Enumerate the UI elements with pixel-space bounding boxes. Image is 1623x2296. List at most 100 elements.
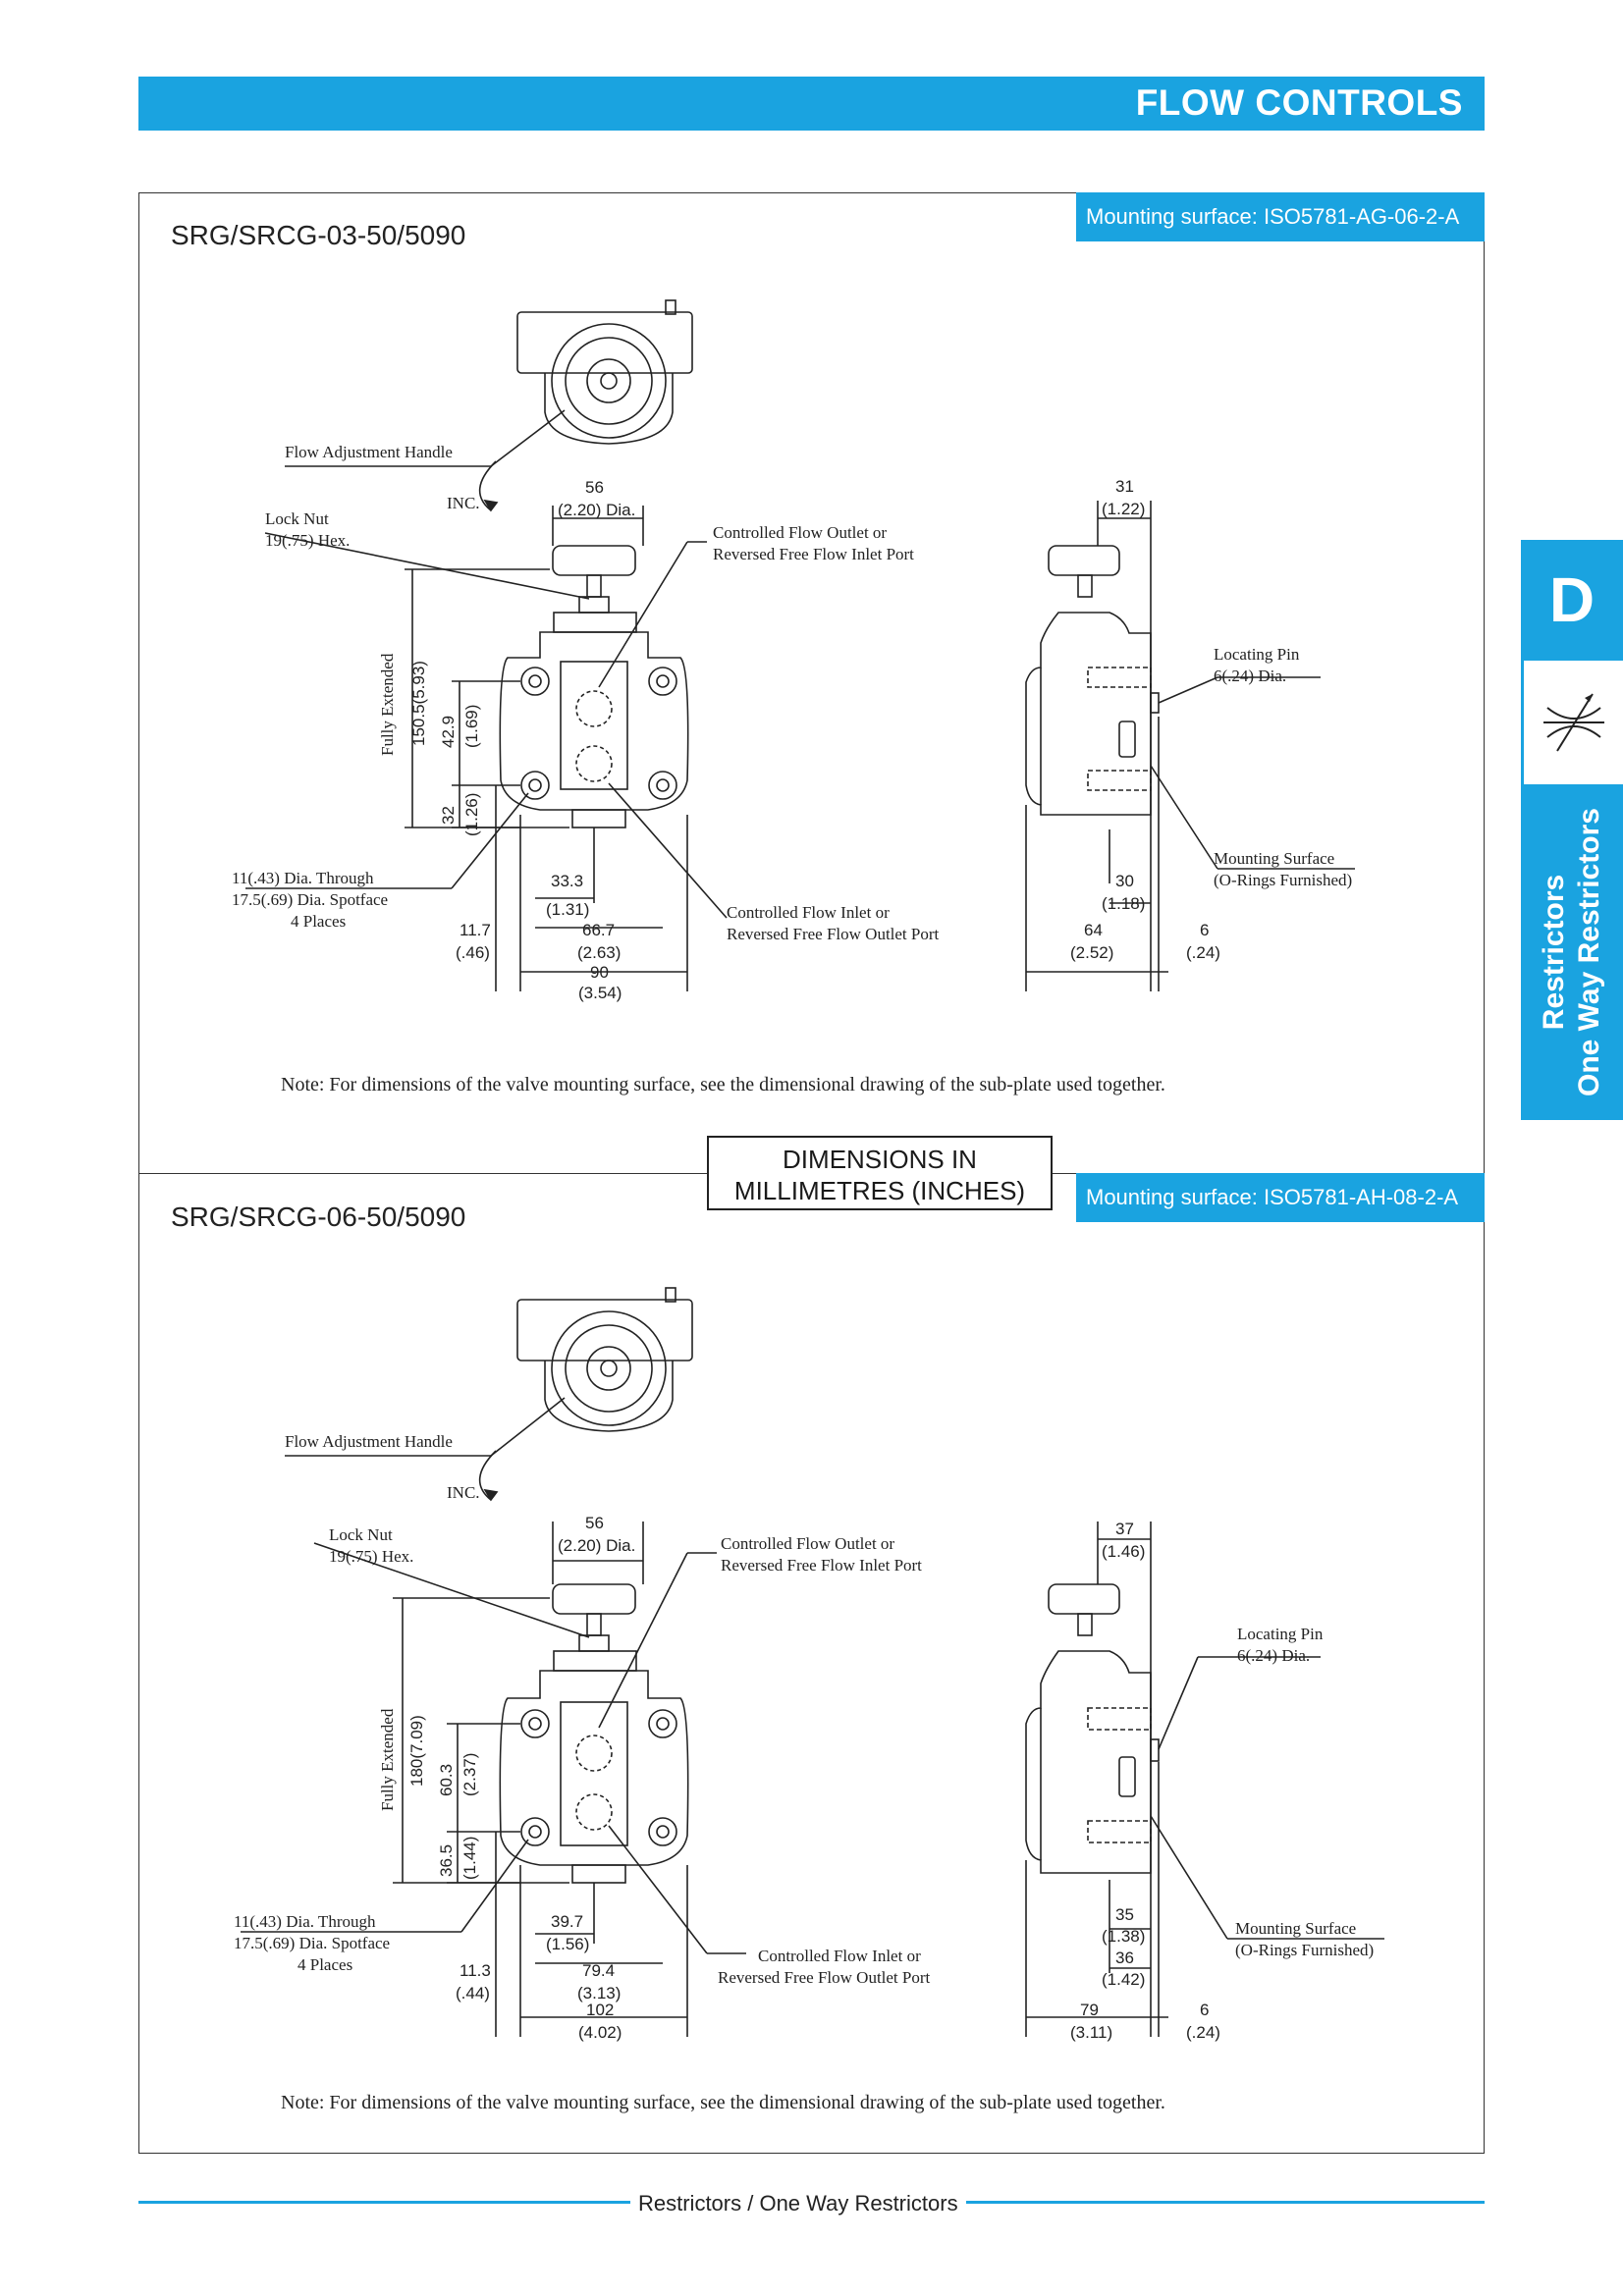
dim-b: 36.5: [437, 1844, 456, 1877]
dim-d-in: (.44): [456, 1984, 490, 2002]
dim-side-w-in: (3.11): [1070, 2023, 1112, 2042]
dim-56-in: (2.20) Dia.: [558, 1536, 635, 1555]
label-lock-nut-size: 19(.75) Hex.: [329, 1547, 413, 1566]
top-view-body: [516, 311, 693, 374]
label-locating-pin: Locating Pin: [1214, 645, 1300, 664]
section-1-note: Note: For dimensions of the valve mounti…: [281, 1074, 1165, 1095]
label-locating-pin-size: 6(.24) Dia.: [1214, 667, 1286, 685]
label-flow-adjustment-handle: Flow Adjustment Handle: [285, 1432, 453, 1451]
dim-side-6-in: (.24): [1186, 943, 1220, 962]
header-bar: FLOW CONTROLS: [138, 77, 1485, 131]
label-hole-3: 4 Places: [291, 912, 346, 931]
label-lock-nut: Lock Nut: [265, 509, 329, 528]
top-view-handle: [551, 323, 667, 439]
dim-side-top: 37: [1115, 1520, 1134, 1538]
label-outlet-2: Reversed Free Flow Inlet Port: [713, 545, 914, 563]
dim-b-in: (1.26): [462, 793, 481, 836]
label-hole-3: 4 Places: [298, 1955, 352, 1974]
chapter-tab-line-2: One Way Restrictors: [1573, 808, 1605, 1096]
dim-e: 66.7: [582, 921, 615, 939]
dim-side-w-in: (2.52): [1070, 943, 1113, 962]
label-lock-nut-size: 19(.75) Hex.: [265, 531, 350, 550]
dim-c: 33.3: [551, 872, 583, 890]
label-o-rings: (O-Rings Furnished): [1235, 1941, 1374, 1959]
section-1-title: SRG/SRCG-03-50/5090: [171, 220, 466, 250]
chapter-tab-band: [1521, 784, 1623, 1120]
dimensions-line-1: DIMENSIONS IN: [783, 1145, 977, 1174]
dim-a-in: (1.69): [462, 705, 481, 748]
chapter-tab-line-1: Restrictors: [1538, 874, 1570, 1031]
label-inlet-1: Controlled Flow Inlet or: [758, 1947, 921, 1965]
label-outlet-1: Controlled Flow Outlet or: [721, 1534, 894, 1553]
section-2-note: Note: For dimensions of the valve mounti…: [281, 2092, 1165, 2113]
label-flow-adjustment-handle: Flow Adjustment Handle: [285, 443, 453, 461]
label-mounting-surface: Mounting Surface: [1235, 1919, 1356, 1938]
dim-side-top-in: (1.22): [1102, 500, 1145, 518]
label-hole-2: 17.5(.69) Dia. Spotface: [234, 1934, 390, 1952]
chapter-tab-label: Restrictors One Way Restrictors: [1537, 808, 1607, 1096]
dim-b: 32: [439, 806, 458, 825]
dim-side-top-in: (1.46): [1102, 1542, 1145, 1561]
label-hole-2: 17.5(.69) Dia. Spotface: [232, 890, 388, 909]
footer-title: Restrictors / One Way Restrictors: [630, 2191, 966, 2216]
label-outlet-1: Controlled Flow Outlet or: [713, 523, 887, 542]
dim-d: 11.3: [460, 1961, 491, 1980]
dim-e-in: (2.63): [577, 943, 621, 962]
dim-full: 150.5(5.93): [409, 661, 428, 746]
side-handle: [1048, 545, 1120, 576]
section-2-title: SRG/SRCG-06-50/5090: [171, 1201, 466, 1232]
dim-d-in: (.46): [456, 943, 490, 962]
dim-a: 42.9: [439, 716, 458, 748]
dim-56: 56: [585, 478, 604, 497]
label-o-rings: (O-Rings Furnished): [1214, 871, 1352, 889]
dim-side-top: 31: [1115, 477, 1134, 496]
dim-e: 79.4: [582, 1961, 615, 1980]
side-body: [1025, 612, 1152, 816]
flow-restrictor-symbol-icon: [1521, 661, 1623, 784]
dim-side-a-in: (1.18): [1102, 894, 1145, 913]
dim-f-in: (4.02): [578, 2023, 622, 2042]
dimensions-units-box: DIMENSIONS IN MILLIMETRES (INCHES): [707, 1136, 1053, 1210]
label-inlet-2: Reversed Free Flow Outlet Port: [727, 925, 940, 943]
dimensions-line-2: MILLIMETRES (INCHES): [733, 1176, 1026, 1205]
dim-side-6-in: (.24): [1186, 2023, 1220, 2042]
chapter-tab-letter: D: [1521, 540, 1623, 661]
dim-e-in: (3.13): [577, 1984, 621, 2002]
dim-c: 39.7: [551, 1912, 583, 1931]
dim-56: 56: [585, 1514, 604, 1532]
label-inc: INC.: [447, 1483, 480, 1502]
label-inlet-1: Controlled Flow Inlet or: [727, 903, 890, 922]
label-locating-pin: Locating Pin: [1237, 1625, 1324, 1643]
dim-a-in: (2.37): [460, 1753, 479, 1796]
label-inc: INC.: [447, 494, 480, 512]
dim-f: 90: [590, 963, 609, 982]
dim-b-in: (1.44): [460, 1837, 479, 1880]
dim-side-6: 6: [1200, 921, 1209, 939]
dim-f-in: (3.54): [578, 984, 622, 1002]
dim-side-b-in: (1.42): [1102, 1970, 1145, 1989]
label-lock-nut: Lock Nut: [329, 1525, 393, 1544]
front-body: [499, 631, 689, 811]
label-outlet-2: Reversed Free Flow Inlet Port: [721, 1556, 922, 1575]
section-1-mounting-surface: Mounting surface: ISO5781-AG-06-2-A: [1076, 192, 1485, 241]
dim-side-6: 6: [1200, 2001, 1209, 2019]
dim-side-w: 64: [1084, 921, 1103, 939]
label-mounting-surface: Mounting Surface: [1214, 849, 1334, 868]
dim-side-a: 30: [1115, 872, 1134, 890]
label-hole-1: 11(.43) Dia. Through: [232, 869, 374, 887]
dim-c-in: (1.56): [546, 1935, 589, 1953]
dim-side-a-in: (1.38): [1102, 1927, 1145, 1946]
label-fully-extended: Fully Extended: [378, 653, 397, 756]
dim-f: 102: [586, 2001, 614, 2019]
section-1-drawing: Flow Adjustment Handle INC. Lock Nut 19(…: [232, 299, 1355, 1002]
dim-c-in: (1.31): [546, 900, 589, 919]
dim-56-in: (2.20) Dia.: [558, 501, 635, 519]
dim-side-b: 36: [1115, 1949, 1134, 1967]
label-inlet-2: Reversed Free Flow Outlet Port: [718, 1968, 931, 1987]
dim-side-a: 35: [1115, 1905, 1134, 1924]
dim-d: 11.7: [460, 921, 491, 939]
dim-side-w: 79: [1080, 2001, 1099, 2019]
section-2-mounting-surface: Mounting surface: ISO5781-AH-08-2-A: [1076, 1173, 1485, 1222]
dim-full: 180(7.09): [407, 1715, 426, 1787]
section-2-drawing: Flow Adjustment Handle INC. Lock Nut 19(…: [234, 1287, 1384, 2042]
